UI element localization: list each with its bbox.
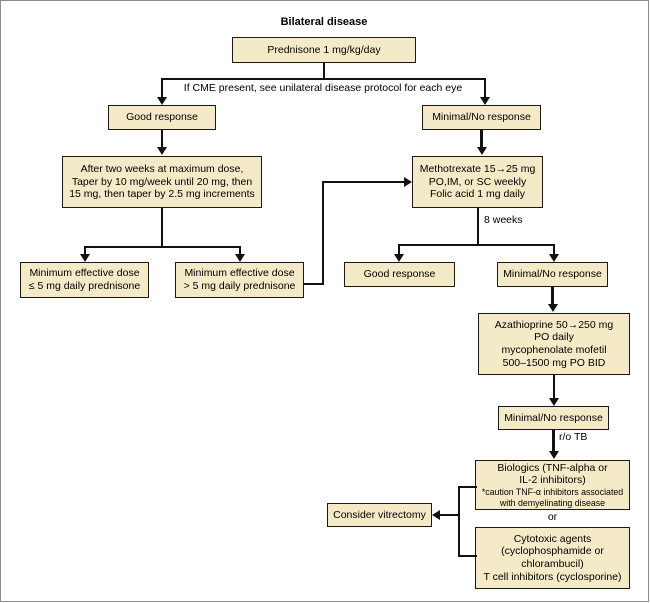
connector-minimal-response-1-down <box>480 130 483 148</box>
node-vitrectomy-line-0: Consider vitrectomy <box>333 508 426 521</box>
node-biologics-caution-line-0: *caution TNF-α inhibitors associated <box>481 487 624 497</box>
node-azathioprine: Azathioprine 50→250 mg PO daily mycophen… <box>478 313 630 375</box>
node-min-dose-high-line-1: > 5 mg daily prednisone <box>183 280 296 292</box>
node-min-dose-high-line-0: Minimum effective dose <box>184 267 295 280</box>
node-minimal-response-3: Minimal/No response <box>498 406 609 430</box>
node-methotrexate-line-2: Folic acid 1 mg daily <box>429 188 526 201</box>
arrowhead-to-methotrexate <box>476 147 487 155</box>
node-taper-line-2: 15 mg, then taper by 2.5 mg increments <box>69 188 255 201</box>
connector-split-bus-3 <box>398 244 555 247</box>
node-taper-line-1: Taper by 10 mg/week until 20 mg, then <box>71 175 253 188</box>
node-minimal-response-2: Minimal/No response <box>497 262 608 287</box>
arrowhead-to-good-response-1 <box>157 97 167 105</box>
node-azathioprine-line-3: 500–1500 mg PO BID <box>502 356 606 369</box>
connector-split-bus-2 <box>84 246 241 249</box>
annotation-or: or <box>547 511 558 523</box>
node-min-dose-low: Minimum effective dose ≤ 5 mg daily pred… <box>20 262 149 298</box>
node-minimal-response-1: Minimal/No response <box>422 105 541 130</box>
node-biologics-line-0: Biologics (TNF-alpha or <box>497 461 608 474</box>
node-good-response-2: Good response <box>344 262 455 287</box>
node-cytotoxic: Cytotoxic agents (cyclophosphamide or ch… <box>475 527 630 589</box>
connector-merge-vertical <box>458 486 461 557</box>
arrowhead-to-azathioprine <box>547 304 558 312</box>
node-methotrexate-line-1: PO,IM, or SC weekly <box>428 175 527 188</box>
annotation-eight-weeks: 8 weeks <box>484 214 523 226</box>
connector-cytotoxic-out-left <box>458 555 477 558</box>
connector-highdose-out-right <box>304 283 324 286</box>
node-biologics: Biologics (TNF-alpha or IL-2 inhibitors)… <box>475 460 630 510</box>
node-cytotoxic-line-0: Cytotoxic agents <box>513 532 592 545</box>
connector-highdose-up <box>321 181 324 285</box>
node-azathioprine-line-1: PO daily <box>534 331 574 344</box>
annotation-cme-note: If CME present, see unilateral disease p… <box>183 82 463 94</box>
annotation-ro-tb: r/o TB <box>559 431 588 443</box>
node-minimal-response-3-line-0: Minimal/No response <box>504 411 603 424</box>
connector-biologics-out-left <box>458 486 477 489</box>
arrowhead-to-vitrectomy <box>432 510 440 520</box>
arrowhead-to-biologics <box>548 451 559 459</box>
node-cytotoxic-line-1: (cyclophosphamide or <box>501 545 604 558</box>
arrowhead-to-good-response-2 <box>394 254 404 262</box>
node-cytotoxic-line-3: T cell inhibitors (cyclosporine) <box>483 570 622 583</box>
node-min-dose-low-line-1: ≤ 5 mg daily prednisone <box>28 280 141 292</box>
connector-taper-down <box>160 208 164 248</box>
arrowhead-to-methotrexate-left <box>404 177 412 187</box>
connector-minimal-response-3-down <box>552 430 555 452</box>
arrowhead-to-taper <box>157 147 167 155</box>
connector-split-bus-1 <box>161 78 486 81</box>
connector-right-branch-1 <box>483 78 486 98</box>
connector-azathioprine-down <box>552 375 556 399</box>
node-prednisone: Prednisone 1 mg/kg/day <box>232 37 416 63</box>
node-good-response-2-line-0: Good response <box>363 268 436 281</box>
node-taper-line-0: After two weeks at maximum dose, <box>80 163 244 176</box>
connector-prednisone-down <box>322 63 326 78</box>
connector-left-branch-1 <box>161 78 164 98</box>
node-methotrexate: Methotrexate 15→25 mg PO,IM, or SC weekl… <box>412 156 543 208</box>
node-biologics-caution-line-1: with demyelinating disease <box>499 497 606 508</box>
node-taper: After two weeks at maximum dose, Taper b… <box>62 156 262 208</box>
connector-left-branch-3 <box>398 244 401 256</box>
connector-minimal-response-2-down <box>551 287 554 305</box>
node-azathioprine-line-0: Azathioprine 50→250 mg <box>494 318 614 331</box>
connector-good-response-1-down <box>160 130 164 148</box>
node-biologics-line-1: IL-2 inhibitors) <box>519 474 586 487</box>
connector-right-branch-3 <box>552 244 555 256</box>
page-title: Bilateral disease <box>280 16 368 28</box>
node-good-response-1: Good response <box>108 105 216 130</box>
node-methotrexate-line-0: Methotrexate 15→25 mg <box>419 163 536 176</box>
connector-highdose-to-methotrexate <box>321 181 406 184</box>
arrowhead-to-minimal-response-2 <box>548 254 559 262</box>
connector-methotrexate-down <box>476 208 480 246</box>
node-azathioprine-line-2: mycophenolate mofetil <box>501 344 607 356</box>
arrowhead-to-minimal-response-3 <box>549 398 559 406</box>
arrowhead-to-min-dose-high <box>234 254 245 262</box>
node-cytotoxic-line-2: chlorambucil) <box>521 558 584 570</box>
connector-merge-to-vitrectomy <box>440 514 460 517</box>
node-min-dose-high: Minimum effective dose > 5 mg daily pred… <box>175 262 304 298</box>
node-minimal-response-1-line-0: Minimal/No response <box>432 111 531 124</box>
node-minimal-response-2-line-0: Minimal/No response <box>503 268 602 281</box>
node-good-response-1-line-0: Good response <box>126 111 198 124</box>
connector-left-branch-2 <box>84 246 87 256</box>
node-prednisone-line-0: Prednisone 1 mg/kg/day <box>267 43 381 56</box>
node-min-dose-low-line-0: Minimum effective dose <box>29 267 140 280</box>
arrowhead-to-min-dose-low <box>80 254 90 262</box>
connector-right-branch-2 <box>238 246 241 256</box>
node-vitrectomy: Consider vitrectomy <box>327 503 432 527</box>
arrowhead-to-minimal-response-1 <box>479 97 490 105</box>
